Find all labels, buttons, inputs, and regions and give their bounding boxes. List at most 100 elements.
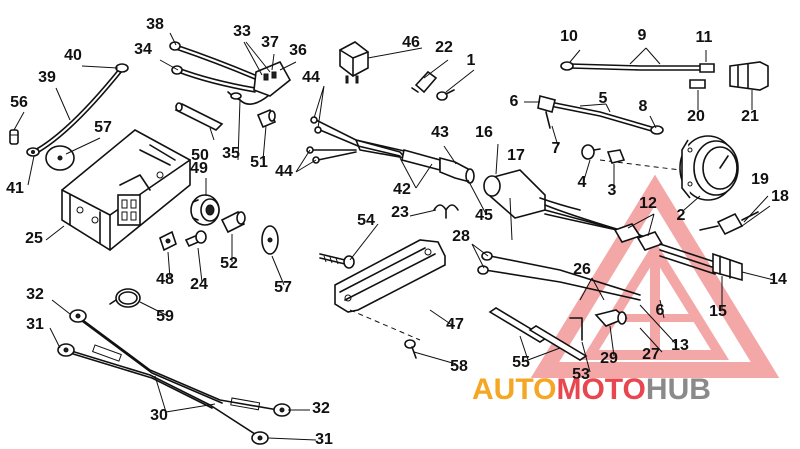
- callout-c6b: 6: [656, 302, 665, 319]
- callout-c1: 1: [467, 52, 476, 69]
- bracket-22: [411, 70, 438, 94]
- callout-c44a: 44: [302, 69, 320, 86]
- callout-c10: 10: [560, 28, 578, 45]
- callout-c42: 42: [393, 181, 411, 198]
- callout-c28: 28: [452, 228, 470, 245]
- callout-c47: 47: [446, 316, 464, 333]
- tachometer-gauge: [599, 135, 739, 201]
- washer-middle: [261, 225, 279, 255]
- callout-c43: 43: [431, 124, 449, 141]
- wire-harness-30: [57, 309, 291, 445]
- callout-c23: 23: [391, 204, 409, 221]
- callout-c35: 35: [222, 145, 240, 162]
- callout-c31b: 31: [315, 431, 333, 448]
- callout-c15: 15: [709, 303, 727, 320]
- callout-c29: 29: [600, 350, 618, 367]
- screw-56: [9, 129, 19, 145]
- connector-12: [613, 223, 664, 251]
- clamp-59: [109, 288, 141, 308]
- callout-c57b: 57: [274, 279, 292, 296]
- connector-19: [699, 211, 759, 236]
- watermark-text: AUTOMOTOHUB: [472, 373, 711, 406]
- wire-bundle-14: [659, 243, 743, 282]
- callout-c56: 56: [10, 94, 28, 111]
- callout-c12: 12: [639, 195, 657, 212]
- callout-c38: 38: [146, 16, 164, 33]
- callout-c37: 37: [261, 34, 279, 51]
- callout-c3: 3: [608, 182, 617, 199]
- watermark-part-hub: HUB: [646, 373, 711, 406]
- callout-c16: 16: [475, 124, 493, 141]
- callout-c22: 22: [435, 39, 453, 56]
- callout-c13: 13: [671, 337, 689, 354]
- callout-c9: 9: [638, 27, 647, 44]
- callout-c34: 34: [134, 41, 152, 58]
- callout-c11: 11: [696, 29, 713, 46]
- callout-c4: 4: [578, 174, 587, 191]
- watermark-part-auto: AUTO: [472, 373, 556, 406]
- leads-28: [477, 251, 641, 301]
- callout-c49: 49: [190, 160, 208, 177]
- terminal-29: [594, 309, 628, 327]
- bushing-52: [220, 210, 246, 234]
- callout-c2: 2: [677, 207, 686, 224]
- plug-51: [256, 108, 277, 129]
- callout-c48: 48: [156, 271, 174, 288]
- callout-c53: 53: [572, 366, 590, 383]
- callout-c46: 46: [402, 34, 420, 51]
- callout-c55: 55: [512, 354, 530, 371]
- callout-c33: 33: [233, 23, 251, 40]
- bulb-socket-3: [606, 149, 626, 164]
- ground-wire: [26, 63, 129, 157]
- panel-47: [334, 239, 446, 341]
- wire-lead-9: [560, 61, 715, 73]
- callout-c32b: 32: [312, 400, 330, 417]
- screw-58: [404, 339, 417, 359]
- washer-left: [45, 145, 75, 171]
- callout-c36: 36: [289, 42, 307, 59]
- callout-c27: 27: [642, 346, 660, 363]
- callout-c26: 26: [573, 261, 591, 278]
- callout-c19: 19: [751, 171, 769, 188]
- connector-21: [729, 61, 769, 91]
- screw-1: [436, 89, 455, 101]
- callout-c51: 51: [250, 154, 268, 171]
- callout-c30: 30: [150, 407, 168, 424]
- grommet-49: [190, 194, 220, 226]
- ignition-module-box: [61, 129, 191, 251]
- relay-46: [339, 41, 369, 84]
- callout-c20: 20: [687, 108, 705, 125]
- callout-c7: 7: [552, 140, 561, 157]
- callout-c40: 40: [64, 47, 82, 64]
- callout-c17: 17: [507, 147, 525, 164]
- callout-c21: 21: [741, 108, 759, 125]
- callout-c44b: 44: [275, 163, 293, 180]
- callout-c5: 5: [599, 90, 608, 107]
- callout-c8: 8: [639, 98, 648, 115]
- cable-assembly-42: [306, 116, 475, 184]
- screw-24: [184, 230, 207, 248]
- callout-c57a: 57: [94, 119, 112, 136]
- wire-harness-top: [169, 41, 292, 105]
- leader-lines: [13, 32, 775, 441]
- callout-c50: 50: [191, 147, 209, 164]
- svg-text:AUTOMOTOHUB: AUTOMOTOHUB: [472, 373, 711, 406]
- callout-c54: 54: [357, 212, 375, 229]
- callout-c52: 52: [220, 255, 238, 272]
- bolt-54: [319, 253, 355, 269]
- watermark-part-moto: MOTO: [556, 373, 645, 406]
- callout-c45: 45: [475, 207, 493, 224]
- clip-23: [433, 204, 459, 219]
- callout-c59: 59: [156, 308, 174, 325]
- tube-50: [174, 102, 224, 131]
- callout-c41: 41: [6, 180, 24, 197]
- callout-c24: 24: [190, 276, 208, 293]
- connector-20: [689, 79, 706, 89]
- callout-c14: 14: [769, 271, 787, 288]
- clip-48: [159, 230, 177, 252]
- watermark-triangle: [530, 174, 780, 378]
- bulb-4: [581, 144, 601, 160]
